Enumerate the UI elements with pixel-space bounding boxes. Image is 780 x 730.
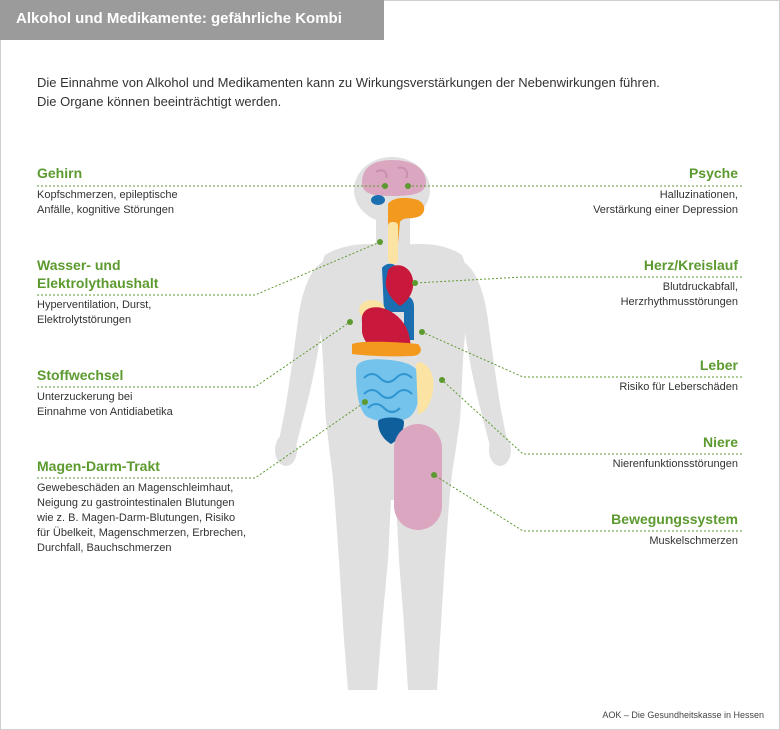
heading-gehirn: Gehirn <box>37 165 83 181</box>
heading-magen-darm: Magen-Darm-Trakt <box>37 458 160 474</box>
desc-line: Durchfall, Bauchschmerzen <box>37 542 172 554</box>
category-bewegungssystem: Bewegungssystem Muskelschmerzen <box>611 510 738 549</box>
category-magen-darm-trakt: Magen-Darm-Trakt Gewebeschäden an Magens… <box>37 457 246 556</box>
leader-wasser <box>37 241 381 296</box>
heading-bewegung: Bewegungssystem <box>611 511 738 527</box>
desc-line: Verstärkung einer Depression <box>593 204 738 216</box>
desc-line: Muskelschmerzen <box>649 535 738 547</box>
desc-line: Herzrhythmusstörungen <box>620 296 738 308</box>
source-credit: AOK – Die Gesundheitskasse in Hessen <box>602 710 764 720</box>
category-herz-kreislauf: Herz/Kreislauf Blutdruckabfall, Herzrhyt… <box>621 256 738 310</box>
desc-herz: Blutdruckabfall, Herzrhythmusstörungen <box>621 280 738 310</box>
category-gehirn: Gehirn Kopfschmerzen, epileptische Anfäl… <box>37 164 178 218</box>
desc-line: Nierenfunktionsstörungen <box>612 458 738 470</box>
marker-psyche <box>405 183 411 189</box>
desc-psyche: Halluzinationen, Verstärkung einer Depre… <box>593 188 738 218</box>
heading-stoffwechsel: Stoffwechsel <box>37 367 124 383</box>
desc-line: Gewebeschäden an Magenschleimhaut, <box>37 482 234 494</box>
leader-niere <box>441 379 742 455</box>
desc-line: Einnahme von Antidiabetika <box>37 406 173 418</box>
category-stoffwechsel: Stoffwechsel Unterzuckerung bei Einnahme… <box>37 366 173 420</box>
desc-line: Kopfschmerzen, epileptische <box>37 189 178 201</box>
heading-niere: Niere <box>702 434 738 450</box>
category-leber: Leber Risiko für Leberschäden <box>619 356 738 395</box>
heading-psyche: Psyche <box>688 165 738 181</box>
heading-line: Wasser- und <box>37 257 121 273</box>
marker-niere <box>439 377 445 383</box>
desc-line: Elektrolytstörungen <box>37 314 132 326</box>
heading-line: Elektrolythaushalt <box>37 275 159 291</box>
desc-wasser: Hyperventilation, Durst, Elektrolytstöru… <box>37 298 158 328</box>
desc-line: Halluzinationen, <box>659 189 738 201</box>
leader-herz <box>414 276 742 284</box>
leader-magen <box>37 401 366 479</box>
desc-gehirn: Kopfschmerzen, epileptische Anfälle, kog… <box>37 188 178 218</box>
marker-gehirn <box>382 183 388 189</box>
liver-orange-shape <box>352 341 421 357</box>
title-bar: Alkohol und Medikamente: gefährliche Kom… <box>0 0 384 40</box>
leader-bewegung <box>433 474 742 532</box>
intro-line-2: Die Organe können beeinträchtigt werden. <box>37 94 282 109</box>
category-wasser-elektrolythaushalt: Wasser- und Elektrolythaushalt Hypervent… <box>37 256 158 328</box>
heading-wasser: Wasser- und Elektrolythaushalt <box>37 256 158 292</box>
desc-line: Risiko für Leberschäden <box>619 381 738 393</box>
small-intestine-shape <box>356 359 420 422</box>
marker-herz <box>412 280 418 286</box>
heading-leber: Leber <box>699 357 738 373</box>
marker-stoffwechsel <box>347 319 353 325</box>
desc-niere: Nierenfunktionsstörungen <box>613 457 738 472</box>
desc-line: Anfälle, kognitive Störungen <box>37 204 174 216</box>
category-niere: Niere Nierenfunktionsstörungen <box>613 433 738 472</box>
muscle-shape <box>394 424 442 530</box>
marker-bewegung <box>431 472 437 478</box>
desc-line: wie z. B. Magen-Darm-Blutungen, Risiko <box>37 512 236 524</box>
desc-line: Blutdruckabfall, <box>662 281 738 293</box>
brainstem-shape <box>371 195 385 205</box>
desc-magen-darm: Gewebeschäden an Magenschleimhaut, Neigu… <box>37 481 246 556</box>
marker-magen <box>362 399 368 405</box>
desc-stoffwechsel: Unterzuckerung bei Einnahme von Antidiab… <box>37 390 173 420</box>
desc-leber: Risiko für Leberschäden <box>619 380 738 395</box>
brain-detail <box>375 166 409 179</box>
intro-line-1: Die Einnahme von Alkohol und Medikamente… <box>37 75 660 90</box>
colon-shape <box>416 362 434 414</box>
page-title: Alkohol und Medikamente: gefährliche Kom… <box>16 10 342 27</box>
intestine-detail <box>363 373 413 413</box>
trachea-shape <box>388 222 398 264</box>
intro-text: Die Einnahme von Alkohol und Medikamente… <box>37 73 737 111</box>
marker-leber <box>419 329 425 335</box>
marker-wasser <box>377 239 383 245</box>
desc-line: für Übelkeit, Magenschmerzen, Erbrechen, <box>37 527 247 539</box>
desc-line: Unterzuckerung bei <box>37 391 133 403</box>
desc-bewegung: Muskelschmerzen <box>611 534 738 549</box>
leader-leber <box>421 331 742 378</box>
category-psyche: Psyche Halluzinationen, Verstärkung eine… <box>593 164 738 218</box>
heart-shape <box>385 265 414 306</box>
desc-line: Hyperventilation, Durst, <box>37 299 152 311</box>
leader-stoffwechsel <box>37 321 351 388</box>
heading-herz: Herz/Kreislauf <box>643 257 738 273</box>
desc-line: Neigung zu gastrointestinalen Blutungen <box>37 497 235 509</box>
